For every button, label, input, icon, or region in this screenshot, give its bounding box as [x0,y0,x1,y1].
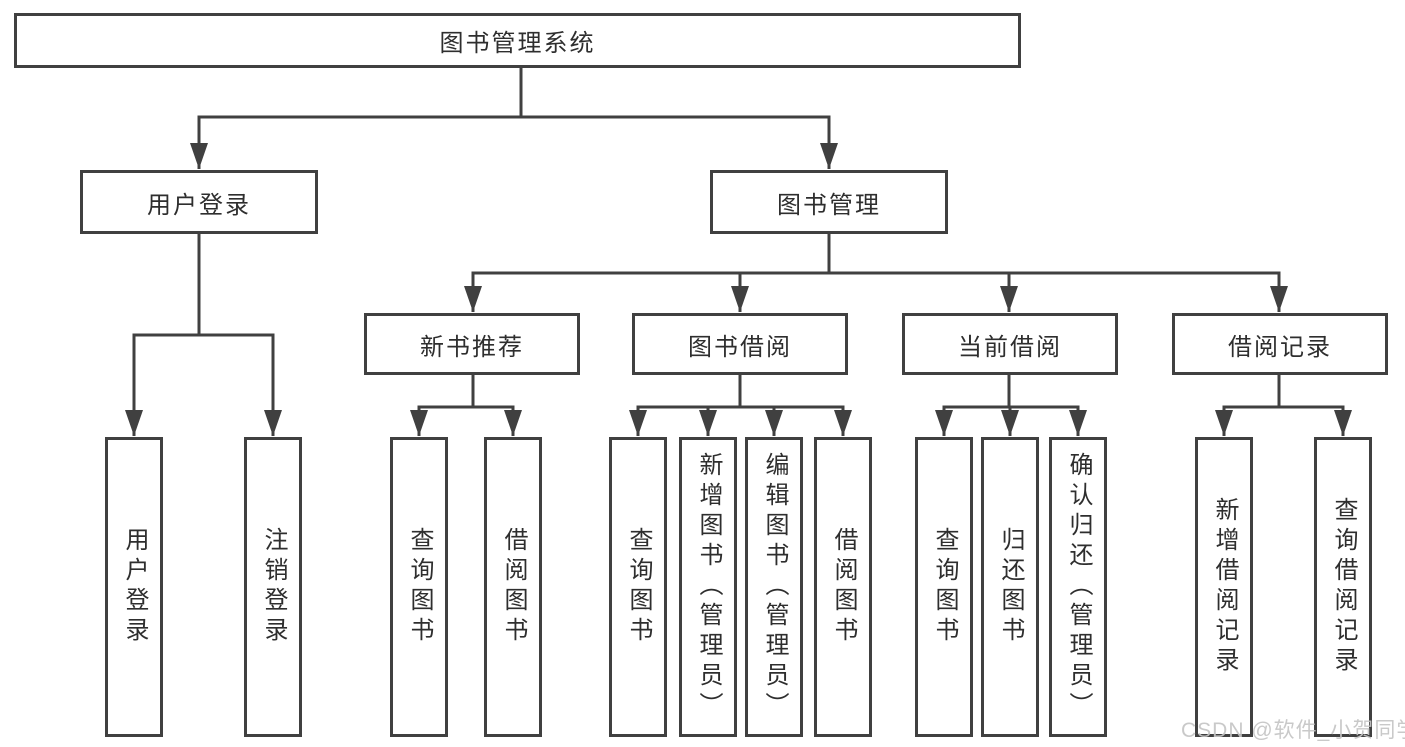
edge-records-to-query [1277,374,1352,436]
edge-newbook-to-borrow [471,374,522,436]
leaf-logout: 注销登录 [244,437,302,737]
leaf-borrow-book-2: 借阅图书 [814,437,872,737]
leaf-edit-book-admin: 编辑图书（管理员） [745,437,803,737]
leaf-confirm-return-admin-label: 确认归还（管理员） [1065,452,1092,722]
leaf-add-book-admin: 新增图书（管理员） [679,437,737,737]
leaf-query-borrow-record-label: 查询借阅记录 [1330,497,1357,677]
edge-login-to-logout [197,233,282,436]
edge-mgmt-to-borrow-records [827,233,1288,312]
edge-login-to-user-login [125,233,201,436]
leaf-edit-book-admin-label: 编辑图书（管理员） [761,452,788,722]
edge-records-to-add [1215,374,1281,436]
edge-current-to-query [935,374,1011,436]
leaf-add-borrow-record-label: 新增借阅记录 [1211,497,1238,677]
leaf-return-book-label: 归还图书 [997,527,1024,647]
leaf-query-book-1: 查询图书 [390,437,448,737]
leaf-confirm-return-admin: 确认归还（管理员） [1049,437,1107,737]
node-book-borrow: 图书借阅 [632,313,848,375]
leaf-query-book-1-label: 查询图书 [406,527,433,647]
edge-borrow-to-query [629,374,742,436]
node-borrow-records-label: 借阅记录 [1228,333,1332,361]
leaf-return-book: 归还图书 [981,437,1039,737]
node-current-borrow-label: 当前借阅 [958,333,1062,361]
leaf-logout-label: 注销登录 [260,527,287,647]
edge-root-to-book-management [519,66,838,169]
node-user-login-label: 用户登录 [147,191,251,219]
leaf-query-book-3-label: 查询图书 [931,527,958,647]
node-user-login: 用户登录 [80,170,318,234]
csdn-watermark: CSDN @软件_小贺同学 [1181,719,1405,742]
edge-borrow-to-borrow [738,374,852,436]
edges [125,66,1352,436]
node-new-book-recommend-label: 新书推荐 [420,333,524,361]
edge-borrow-to-edit [738,374,783,436]
node-book-management-label: 图书管理 [777,191,881,219]
node-book-management: 图书管理 [710,170,948,234]
edge-mgmt-to-book-borrow [731,233,831,312]
leaf-query-book-2-label: 查询图书 [625,527,652,647]
edge-current-to-confirm [1007,374,1087,436]
node-root-label: 图书管理系统 [439,30,596,57]
node-book-borrow-label: 图书借阅 [688,333,792,361]
leaf-user-login: 用户登录 [105,437,163,737]
edge-borrow-to-add [699,374,742,436]
leaf-add-borrow-record: 新增借阅记录 [1195,437,1253,737]
leaf-user-login-label: 用户登录 [121,527,148,647]
edge-newbook-to-query [410,374,475,436]
node-root: 图书管理系统 [14,13,1021,68]
leaf-borrow-book-2-label: 借阅图书 [830,527,857,647]
edge-root-to-user-login [190,66,523,169]
leaf-borrow-book-1-label: 借阅图书 [500,527,527,647]
node-current-borrow: 当前借阅 [902,313,1118,375]
leaf-borrow-book-1: 借阅图书 [484,437,542,737]
node-new-book-recommend: 新书推荐 [364,313,580,375]
leaf-add-book-admin-label: 新增图书（管理员） [695,452,722,722]
leaf-query-borrow-record: 查询借阅记录 [1314,437,1372,737]
leaf-query-book-3: 查询图书 [915,437,973,737]
node-borrow-records: 借阅记录 [1172,313,1388,375]
leaf-query-book-2: 查询图书 [609,437,667,737]
